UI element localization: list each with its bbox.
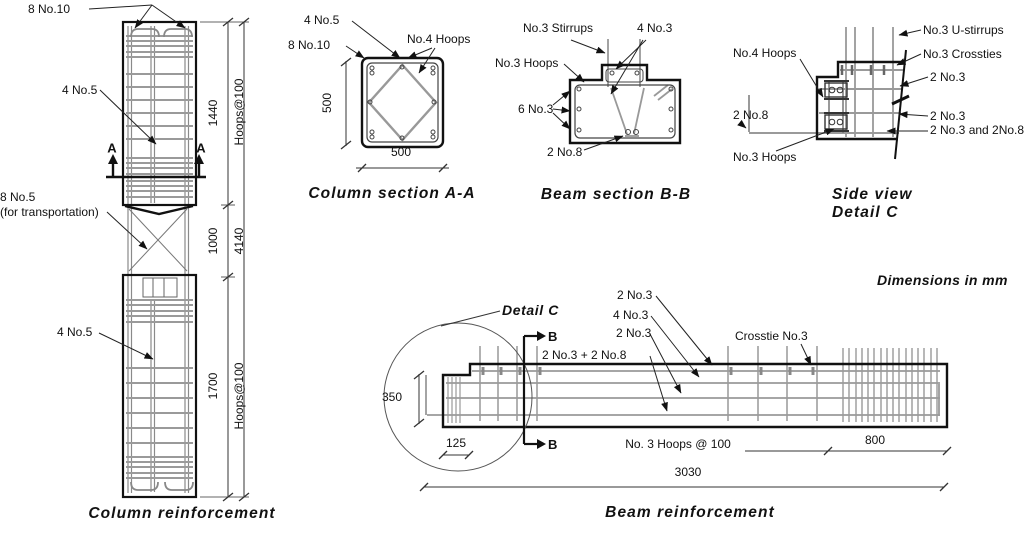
label-beam-4no3: 4 No.3 [613,308,649,322]
bb-stirrups [607,39,673,137]
detc-hoop-column [824,80,849,133]
section-mark-a-right: A [196,140,206,156]
section-mark-a-left: A [107,140,117,156]
label-detc-combo: 2 No.3 and 2No.8 [930,123,1024,137]
bb-bars [576,70,674,135]
label-beam-detail-c: Detail C [502,302,559,318]
detc-u-stirrups [845,27,894,137]
label-detc-no4hoops: No.4 Hoops [733,46,797,60]
label-col-transport: (for transportation) [0,205,99,219]
detc-bars [748,69,903,134]
caption-beam-reinforcement: Beam reinforcement [605,504,775,521]
label-col-8no10: 8 No.10 [28,2,71,16]
label-col-4no5-top: 4 No.5 [62,83,98,97]
label-detc-crossties: No.3 Crossties [923,47,1002,61]
dim-beam-hoops: No. 3 Hoops @ 100 [619,437,737,452]
label-detc-ustirrups: No.3 U-stirrups [923,23,1004,37]
label-secb-4no3: 4 No.3 [637,21,673,35]
section-aa-dimensions [340,57,449,173]
bb-outline [568,63,682,145]
dim-beam-125: 125 [445,436,467,451]
beam-dimensions [413,370,952,492]
dim-1000: 1000 [206,227,221,255]
label-secb-hoops: No.3 Hoops [495,56,559,70]
column-dimensions [200,17,250,502]
label-seca-8no10: 8 No.10 [288,38,331,52]
beam-outline [441,362,949,429]
column-upper-outline [121,20,198,207]
note-dimensions-in-mm: Dimensions in mm [877,272,1008,288]
label-secb-6no3: 6 No.3 [518,102,554,116]
label-secb-stirrups: No.3 Stirrups [523,21,594,35]
label-detc-no3hoops: No.3 Hoops [733,150,797,164]
caption-column-section-aa: Column section A-A [308,185,476,202]
dim-hoops-top: Hoops@100 [232,78,247,146]
dim-seca-height: 500 [320,92,335,114]
dim-hoops-bot: Hoops@100 [232,362,247,430]
label-secb-2no8: 2 No.8 [547,145,583,159]
dim-beam-350: 350 [382,390,403,404]
hook-bars [130,28,194,491]
dim-beam-800: 800 [864,433,886,448]
caption-detail-c: Detail C [832,204,899,221]
beam-elevation [383,295,952,492]
caption-beam-section-bb: Beam section B-B [540,186,692,203]
dim-1440: 1440 [206,99,221,127]
transport-x-brace [128,208,188,272]
label-seca-4no5: 4 No.5 [304,13,340,27]
label-beam-crosstie: Crosstie No.3 [735,329,808,343]
label-beam-2no3-top: 2 No.3 [617,288,653,302]
section-mark-b-bottom: B [548,437,558,452]
dim-beam-3030: 3030 [674,465,702,480]
column-hoops-top [126,35,193,198]
section-aa-bars [367,64,437,141]
beam-stirrups [447,346,818,423]
label-col-4no5-bot: 4 No.5 [57,325,93,339]
label-detc-2no3-b: 2 No.3 [930,109,966,123]
beam-section-bb [552,39,682,151]
column-lower-outline [121,273,198,499]
label-seca-hoops: No.4 Hoops [407,32,471,46]
dim-4140: 4140 [232,227,247,255]
diamond-hoop [367,63,438,142]
beam-dense-stirrups [842,348,938,422]
section-mark-b-top: B [548,329,558,344]
detc-outline [815,60,904,141]
splice-box [142,277,178,298]
detc-break-line [894,49,907,160]
label-col-8no5: 8 No.5 [0,190,36,204]
section-cut-b [522,331,546,449]
label-detc-2no8: 2 No.8 [733,108,769,122]
side-view-detail-c [737,27,929,160]
detail-c-circle [383,322,533,472]
column-elevation [88,4,250,502]
chevron-joint [124,204,194,216]
beam-crossties [481,367,815,375]
label-beam-combo: 2 No.3 + 2 No.8 [542,348,627,362]
label-beam-2no3-mid: 2 No.3 [616,326,652,340]
caption-column-reinforcement: Column reinforcement [88,505,276,522]
section-cut-a [106,154,206,179]
column-hoops-bottom [126,299,193,479]
detc-crossties [840,65,886,75]
column-section-aa [340,20,449,173]
caption-side-view: Side view [832,186,913,203]
dim-1700: 1700 [206,372,221,400]
beam-long-bars [425,370,940,416]
dim-seca-width: 500 [390,145,412,160]
label-detc-2no3-a: 2 No.3 [930,70,966,84]
